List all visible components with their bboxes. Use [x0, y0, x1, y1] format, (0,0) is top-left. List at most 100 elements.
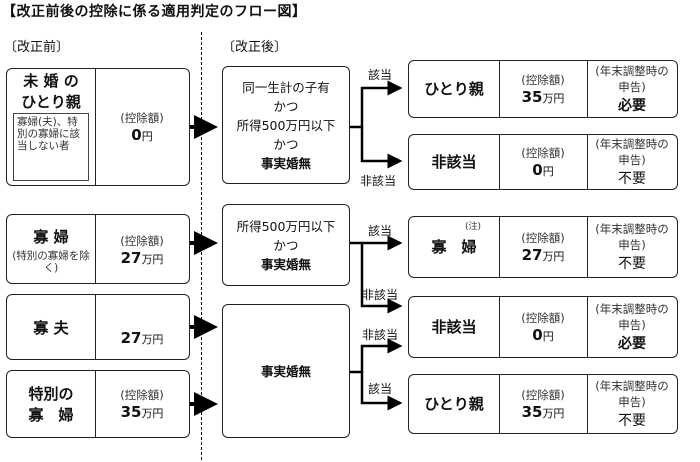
before-note: (特別の寡婦を除く)	[12, 250, 90, 274]
amount-value: 0	[131, 126, 142, 144]
box-divider	[587, 61, 588, 117]
amount-value: 35	[521, 87, 543, 106]
condition3-branches	[350, 338, 403, 411]
declaration-value: 不要	[618, 255, 646, 272]
yearend-label-2: 申告)	[618, 394, 646, 409]
before-note: 寡婦(夫)、特別の寡婦に該当しない者	[17, 116, 80, 152]
before-note-box: 寡婦(夫)、特別の寡婦に該当しない者	[13, 113, 89, 181]
amount-value: 0	[532, 160, 543, 179]
declaration-value: 不要	[618, 412, 646, 429]
box-divider	[499, 217, 500, 277]
declaration-value: 必要	[618, 335, 646, 352]
before-box-unmarried-single-parent: 未 婚 の ひとり親 寡婦(夫)、特別の寡婦に該当しない者 (控除額) 0円	[6, 68, 190, 186]
result-name: ひとり親	[424, 395, 484, 413]
deduction-label: (控除額)	[521, 145, 565, 160]
amount-unit: 万円	[542, 91, 565, 105]
result-name: 寡 婦	[431, 238, 477, 256]
branch-label-no: 非該当	[362, 328, 399, 342]
amount-value: 0	[532, 325, 543, 344]
condition1-branches	[350, 80, 403, 169]
deduction-label: (控除額)	[120, 234, 164, 248]
before-name-line1: 寡 婦	[33, 228, 69, 246]
yearend-label-1: (年末調整時の	[595, 63, 669, 78]
yearend-label-1: (年末調整時の	[595, 378, 669, 393]
condition-line: 所得500万円以下	[236, 218, 336, 234]
before-name-line1: 未 婚 の	[23, 72, 79, 90]
before-box-widow: 寡 婦 (特別の寡婦を除く) (控除額) 27万円	[6, 214, 190, 284]
box-divider	[587, 297, 588, 357]
yearend-label-1: (年末調整時の	[595, 301, 669, 316]
box-divider	[95, 215, 96, 283]
before-name-line2: ひとり親	[21, 93, 81, 111]
deduction-label: (控除額)	[120, 388, 164, 402]
amount-unit: 万円	[542, 406, 565, 420]
before-name-line1: 特別の	[28, 385, 74, 403]
amount-value: 27	[120, 329, 142, 347]
before-to-condition-arrows	[190, 115, 218, 416]
box-divider	[587, 135, 588, 189]
result-name: ひとり親	[424, 80, 484, 98]
box-divider	[95, 69, 96, 185]
amount-unit: 万円	[141, 407, 164, 420]
box-divider	[587, 375, 588, 433]
box-divider	[587, 217, 588, 277]
result-box: 寡 婦 (注) (控除額)27万円 (年末調整時の申告) 不要	[408, 216, 678, 278]
result-box: 非該当(控除額)0円(年末調整時の申告)不要	[408, 134, 678, 190]
amount-value: 35	[120, 403, 142, 421]
amount-unit: 万円	[141, 253, 164, 266]
before-box-special-widow: 特別の 寡 婦 (控除額) 35万円	[6, 370, 190, 438]
condition-line: 事実婚無	[260, 256, 311, 272]
page-title: 【改正前後の控除に係る適用判定のフロー図】	[2, 4, 307, 20]
condition-line: 所得500万円以下	[236, 117, 336, 133]
box-divider	[499, 135, 500, 189]
declaration-value: 必要	[618, 97, 646, 114]
result-note: (注)	[465, 222, 482, 232]
result-name: 非該当	[431, 153, 477, 171]
result-box: 非該当(控除額)0円(年末調整時の申告)必要	[408, 296, 678, 358]
condition-line: かつ	[273, 237, 299, 253]
condition-line: かつ	[273, 98, 299, 114]
amount-value: 27	[120, 249, 142, 267]
after-section-label: 〔改正後〕	[222, 40, 288, 55]
condition-line: 同一生計の子有	[242, 79, 330, 95]
deduction-label: (控除額)	[521, 387, 565, 402]
yearend-label-2: 申告)	[618, 237, 646, 252]
box-divider	[95, 371, 96, 437]
condition2-branches	[350, 235, 403, 314]
deduction-label: (控除額)	[120, 111, 164, 125]
deduction-label: (控除額)	[521, 230, 565, 245]
condition-line: 事実婚無	[260, 363, 311, 379]
box-divider	[95, 295, 96, 359]
before-box-widower: 寡 夫 27万円	[6, 294, 190, 360]
branch-label-no: 非該当	[362, 288, 399, 302]
before-name-line1: 寡 夫	[33, 318, 69, 337]
box-divider	[499, 375, 500, 433]
result-name: 非該当	[431, 318, 477, 336]
yearend-label-2: 申告)	[618, 317, 646, 332]
before-section-label: 〔改正前〕	[4, 40, 70, 55]
result-box: ひとり親 (控除額)35万円 (年末調整時の申告) 不要	[408, 374, 678, 434]
box-divider	[499, 297, 500, 357]
branch-label-yes: 該当	[368, 382, 393, 396]
yearend-label-1: (年末調整時の	[595, 221, 669, 236]
condition-line: 事実婚無	[260, 155, 311, 171]
yearend-label-2: 申告)	[618, 152, 646, 167]
deduction-label: (控除額)	[521, 72, 565, 87]
amount-unit: 万円	[141, 333, 164, 346]
declaration-value: 不要	[618, 170, 646, 187]
amount-value: 27	[521, 245, 543, 264]
yearend-label-2: 申告)	[618, 79, 646, 94]
amount-unit: 円	[141, 130, 153, 143]
condition-box-1: 同一生計の子有 かつ 所得500万円以下 かつ 事実婚無	[222, 66, 350, 184]
condition-box-3: 事実婚無	[222, 304, 350, 438]
result-box: ひとり親 (控除額)35万円 (年末調整時の申告) 必要	[408, 60, 678, 118]
amount-value: 35	[521, 402, 543, 421]
amount-unit: 円	[542, 164, 554, 178]
amount-unit: 万円	[542, 249, 565, 263]
amount-unit: 円	[542, 329, 554, 343]
branch-label-yes: 該当	[368, 224, 393, 238]
branch-label-yes: 該当	[368, 68, 393, 82]
condition-box-2: 所得500万円以下 かつ 事実婚無	[222, 204, 350, 286]
before-name-line2: 寡 婦	[28, 406, 74, 424]
